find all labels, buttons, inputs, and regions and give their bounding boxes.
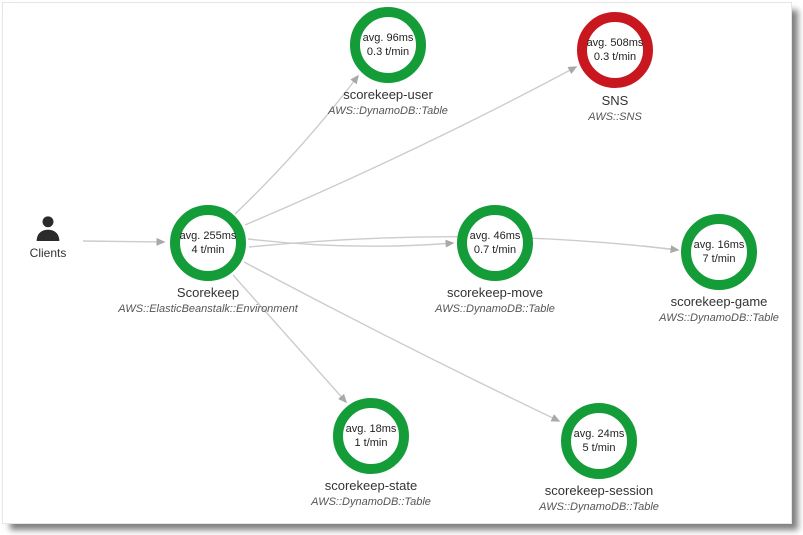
- node-scorekeep-user-name: scorekeep-user: [343, 87, 433, 102]
- edge-scorekeep-to-move: [247, 238, 455, 248]
- service-map-canvas: Clients avg. 255ms 4 t/min Scorekeep AWS…: [2, 2, 792, 524]
- node-scorekeep-avg: avg. 255ms: [179, 230, 237, 242]
- node-scorekeep-session-avg: avg. 24ms: [573, 428, 625, 440]
- node-scorekeep-user-rate: 0.3 t/min: [366, 46, 410, 58]
- node-clients[interactable]: Clients: [8, 213, 88, 260]
- person-icon: [36, 216, 60, 241]
- edge-scorekeep-to-session: [243, 261, 561, 422]
- node-scorekeep-state-avg: avg. 18ms: [345, 423, 397, 435]
- edge-clients-to-scorekeep: [82, 237, 166, 246]
- node-scorekeep-move-name: scorekeep-move: [446, 285, 544, 300]
- node-scorekeep-game-avg: avg. 16ms: [693, 239, 745, 251]
- node-sns-ring[interactable]: avg. 508ms 0.3 t/min: [577, 12, 653, 88]
- node-scorekeep-ring[interactable]: avg. 255ms 4 t/min: [170, 205, 246, 281]
- edge-scorekeep-to-state: [232, 274, 347, 404]
- node-sns-avg: avg. 508ms: [586, 37, 644, 49]
- node-scorekeep-game-rate: 7 t/min: [702, 253, 736, 265]
- node-scorekeep-move-rate: 0.7 t/min: [473, 244, 517, 256]
- node-scorekeep-game-name: scorekeep-game: [670, 294, 768, 309]
- node-scorekeep-type: AWS::ElasticBeanstalk::Environment: [118, 303, 298, 315]
- clients-label: Clients: [29, 246, 67, 260]
- node-scorekeep-move-type: AWS::DynamoDB::Table: [435, 303, 555, 315]
- node-scorekeep-state-type: AWS::DynamoDB::Table: [311, 496, 431, 508]
- node-scorekeep-session-name: scorekeep-session: [544, 483, 654, 498]
- edge-scorekeep-to-user: [234, 74, 359, 215]
- node-scorekeep-session-rate: 5 t/min: [582, 442, 616, 454]
- node-scorekeep-state-ring[interactable]: avg. 18ms 1 t/min: [333, 398, 409, 474]
- node-scorekeep-user-ring[interactable]: avg. 96ms 0.3 t/min: [350, 7, 426, 83]
- node-sns-name: SNS: [601, 93, 629, 108]
- node-scorekeep-state-rate: 1 t/min: [354, 437, 388, 449]
- node-scorekeep-state-name: scorekeep-state: [324, 478, 418, 493]
- node-scorekeep-session-ring[interactable]: avg. 24ms 5 t/min: [561, 403, 637, 479]
- edge-scorekeep-to-sns: [244, 66, 578, 226]
- node-scorekeep-move-avg: avg. 46ms: [469, 230, 521, 242]
- node-scorekeep-rate: 4 t/min: [191, 244, 225, 256]
- node-scorekeep-game-ring[interactable]: avg. 16ms 7 t/min: [681, 214, 757, 290]
- node-scorekeep-user-type: AWS::DynamoDB::Table: [328, 105, 448, 117]
- node-scorekeep-name: Scorekeep: [176, 285, 240, 300]
- node-sns-rate: 0.3 t/min: [593, 51, 637, 63]
- node-scorekeep-game-type: AWS::DynamoDB::Table: [659, 312, 779, 324]
- node-scorekeep-user-avg: avg. 96ms: [362, 32, 414, 44]
- node-sns-type: AWS::SNS: [588, 111, 642, 123]
- node-scorekeep-session-type: AWS::DynamoDB::Table: [539, 501, 659, 513]
- edge-scorekeep-to-game-arrow: [642, 245, 680, 254]
- node-scorekeep-move-ring[interactable]: avg. 46ms 0.7 t/min: [457, 205, 533, 281]
